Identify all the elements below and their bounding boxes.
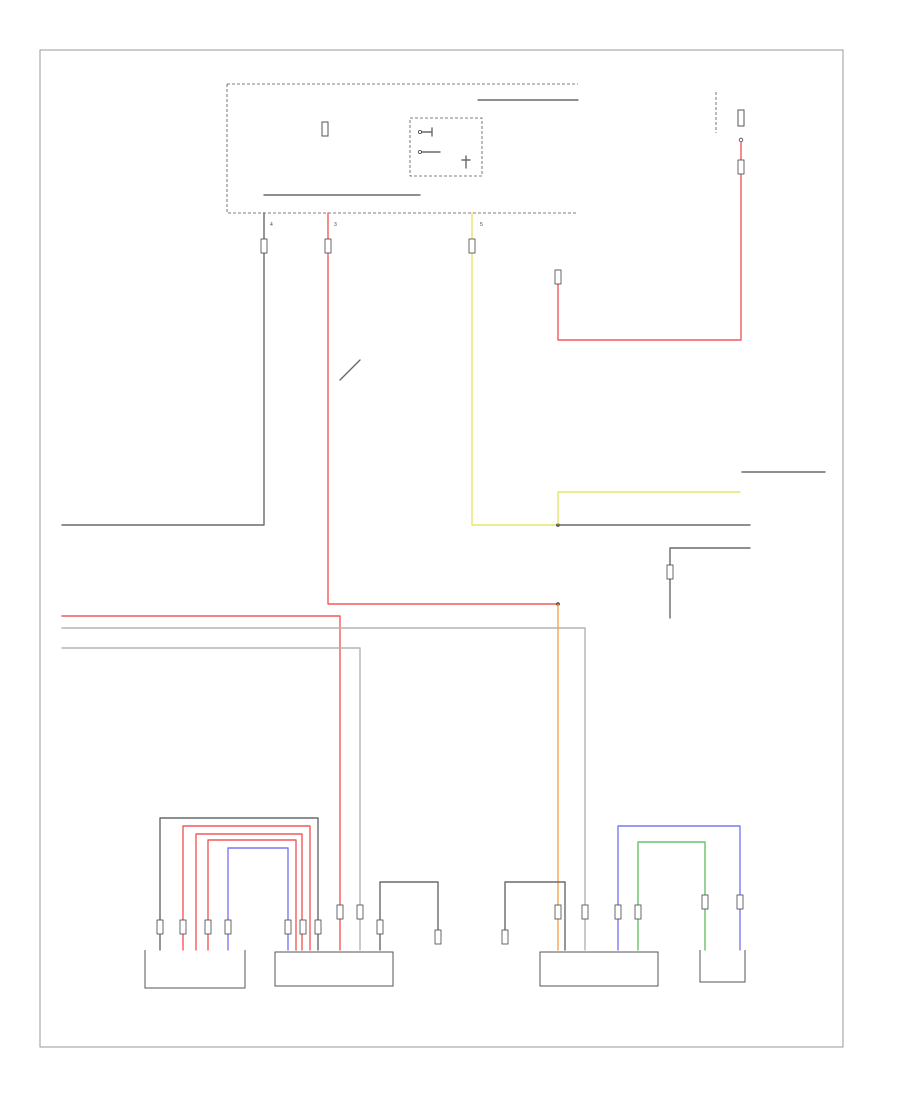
- right-sensor-harness: [617, 825, 741, 951]
- left-sensor: [144, 950, 246, 989]
- battery-fuse: [715, 92, 745, 143]
- left-module: [274, 951, 394, 987]
- wire-black-left: [61, 212, 265, 526]
- wire-red-left: [61, 615, 341, 951]
- wire-ground-left: [379, 881, 439, 951]
- wire-yellow-right: [557, 491, 741, 526]
- wire-ground-right: [504, 881, 566, 951]
- fuse-relay-box: 4 3 5: [226, 83, 579, 228]
- wire-grey-left-1: [61, 627, 586, 951]
- pin-label-left: 4: [270, 222, 273, 228]
- relay-symbol: [409, 117, 483, 177]
- wire-black-right-2: [669, 547, 751, 619]
- wire-grey-left-2: [61, 647, 361, 951]
- right-sensor: [699, 950, 746, 983]
- right-module: [539, 951, 659, 987]
- wire-red-mid: [327, 212, 559, 605]
- left-sensor-harness: [159, 817, 319, 951]
- pin-label-right: 5: [480, 222, 483, 228]
- joint-connector: [556, 523, 560, 606]
- top-connectors: [260, 159, 745, 285]
- wire-yellow: [471, 212, 559, 526]
- pin-label-mid: 3: [334, 222, 337, 228]
- bottom-connectors: [156, 894, 744, 945]
- fuse-symbol: [321, 121, 329, 137]
- diagram-frame: [39, 49, 844, 1048]
- wire-red-top-right: [557, 141, 742, 341]
